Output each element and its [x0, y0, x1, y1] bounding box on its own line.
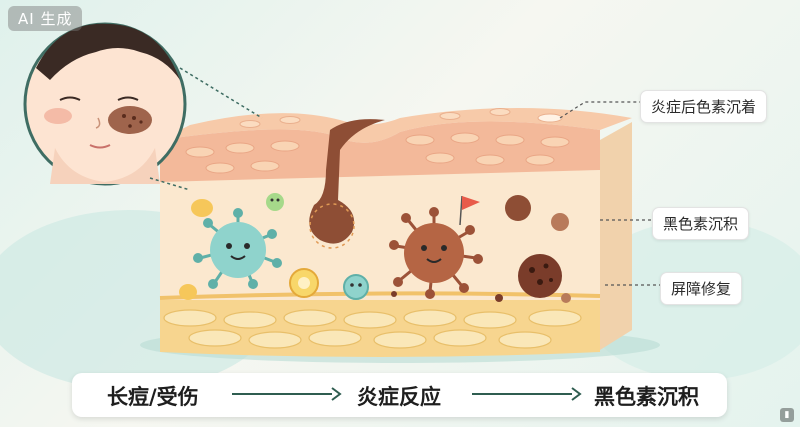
- label-post-inflammatory-pigmentation: 炎症后色素沉着: [640, 90, 768, 123]
- label-leaders: [559, 101, 660, 286]
- epidermis-top-surface: [160, 108, 632, 143]
- flow-step-inflammation: 炎症反应: [357, 385, 441, 409]
- face-inset: [23, 22, 187, 186]
- melanin-granules: [391, 195, 571, 303]
- arrow-right-icon: [232, 387, 342, 401]
- epidermis-cells: [185, 132, 570, 174]
- process-flow-bar: 长痘/受伤 炎症反应 黑色素沉积: [72, 373, 727, 417]
- flow-step-acne-injury: 长痘/受伤: [107, 385, 199, 409]
- brown-inflammatory-microbe: [389, 195, 483, 299]
- surface-cells: [239, 108, 563, 128]
- melanin-glow: [309, 203, 355, 249]
- small-teal-microbe: [343, 274, 369, 300]
- label-barrier-repair: 屏障修复: [660, 272, 743, 305]
- fat-cells: [163, 309, 582, 349]
- melanin-drip: [309, 119, 385, 244]
- arrow-right-icon: [472, 387, 582, 401]
- leader-line: [179, 67, 263, 119]
- small-green-microbe: [266, 193, 284, 211]
- video-icon[interactable]: ▮: [780, 408, 794, 422]
- yellow-cells: [179, 199, 319, 300]
- flow-step-melanin-deposition: 黑色素沉积: [594, 385, 699, 409]
- leader-line: [149, 177, 191, 191]
- label-melanin-deposition: 黑色素沉积: [652, 207, 750, 240]
- fat-layer: [160, 300, 600, 357]
- ai-generated-badge: AI 生成: [8, 6, 83, 31]
- skin-block-side: [600, 122, 632, 350]
- teal-microbe: [193, 208, 282, 289]
